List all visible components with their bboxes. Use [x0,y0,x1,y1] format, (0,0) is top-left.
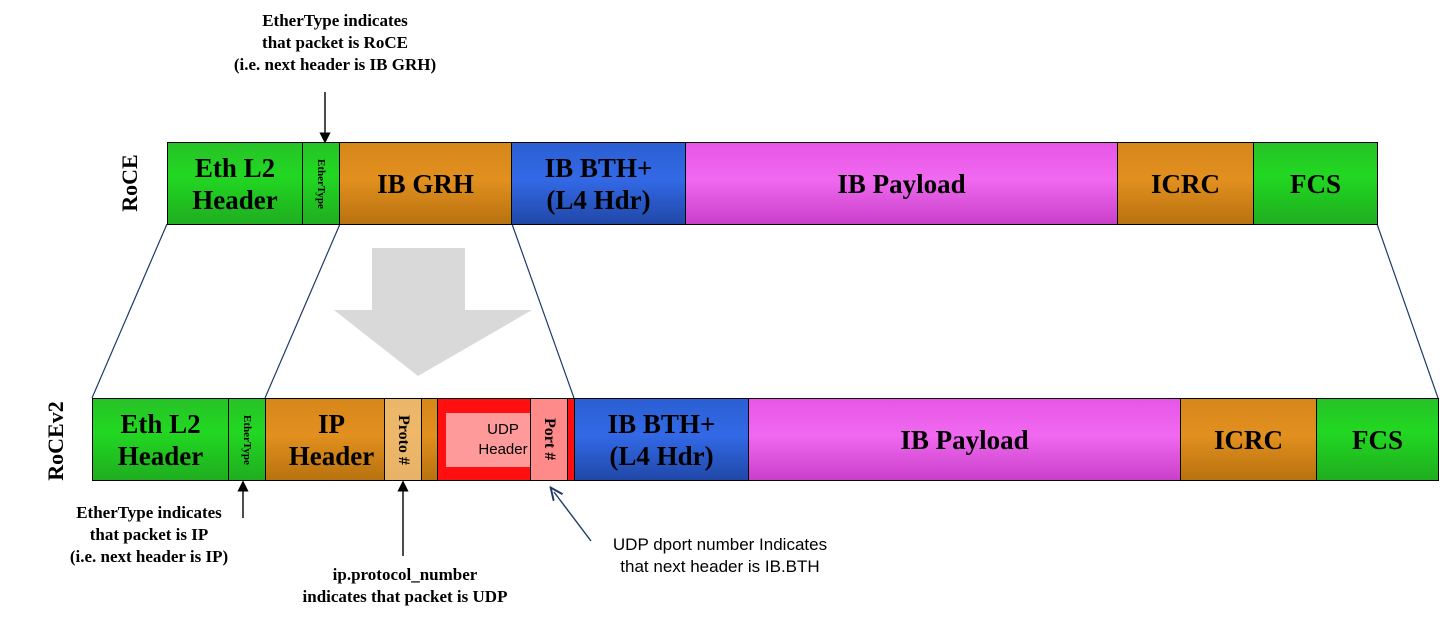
rocev2-ethertype-note: EtherType indicates that packet is IP (i… [34,502,264,568]
rocev2-note-line3: (i.e. next header is IP) [69,547,229,566]
ip-protocol-line1: ip.protocol_number [332,565,478,584]
rocev2-fcs: FCS [1316,398,1439,481]
rocev2-ib-payload: IB Payload [748,398,1181,481]
rocev2-ib-payload-label: IB Payload [900,424,1029,455]
rocev2-note-line2: that packet is IP [89,525,209,544]
rocev2-eth-l2-line1: Eth L2 [120,408,201,439]
rocev2-proto-label: Proto # [395,414,412,465]
roce-ib-payload-label: IB Payload [837,168,966,199]
rocev2-eth-l2-header: Eth L2 Header [92,398,229,481]
roce-note-line2: that packet is RoCE [262,33,408,52]
rocev2-note-line1: EtherType indicates [76,503,222,522]
port-arrow-icon [554,492,592,542]
roce-fcs: FCS [1253,142,1378,225]
rocev2-ib-bth: IB BTH+ (L4 Hdr) [574,398,749,481]
roce-icrc-label: ICRC [1150,168,1220,199]
connector-line-left [91,223,168,399]
roce-note-line3: (i.e. next header is IB GRH) [233,55,437,74]
rocev2-udp-line2: Header [478,441,528,458]
rocev2-icrc-label: ICRC [1213,424,1283,455]
rocev2-icrc: ICRC [1180,398,1317,481]
roce-ethertype-field: EtherType [302,142,340,225]
roce-ib-grh-label: IB GRH [377,168,474,199]
connector-line-grh-right [511,223,575,399]
roce-ethertype-note: EtherType indicates that packet is RoCE … [185,10,485,76]
rocev2-ip-line1: IP [318,408,345,439]
udp-dport-line2: that next header is IB.BTH [620,557,820,576]
rocev2-ethertype-field: EtherType [228,398,266,481]
roce-note-line1: EtherType indicates [262,11,408,30]
roce-ib-payload: IB Payload [685,142,1118,225]
udp-dport-note: UDP dport number Indicates that next hea… [570,534,870,578]
rocev2-fcs-label: FCS [1351,424,1403,455]
ip-protocol-line2: indicates that packet is UDP [302,587,508,606]
roce-ib-bth: IB BTH+ (L4 Hdr) [511,142,686,225]
roce-ib-bth-line2: (L4 Hdr) [546,184,651,215]
transform-arrow-icon [334,248,532,376]
roce-fcs-label: FCS [1289,168,1341,199]
roce-eth-l2-line1: Eth L2 [194,152,276,183]
rocev2-ib-bth-line1: IB BTH+ [607,408,716,439]
rocev2-udp-line1: UDP [487,421,519,438]
connector-line-right [1376,223,1439,399]
rocev2-ip-line2: Header [288,440,375,471]
rocev2-port-field: Port # [530,398,568,481]
udp-dport-line1: UDP dport number Indicates [612,535,828,554]
rocev2-ib-bth-line2: (L4 Hdr) [609,440,714,471]
rocev2-eth-l2-line2: Header [117,440,204,471]
rocev2-ethertype-label: EtherType [241,414,253,465]
roce-eth-l2-line2: Header [192,184,278,215]
roce-icrc: ICRC [1117,142,1254,225]
roce-ib-bth-line1: IB BTH+ [544,152,653,183]
rocev2-port-label: Port # [541,418,558,461]
connector-line-grh-left [264,223,341,399]
roce-ib-grh: IB GRH [339,142,512,225]
rocev2-proto-field: Proto # [384,398,422,481]
roce-ethertype-label: EtherType [315,158,327,209]
ip-protocol-note: ip.protocol_number indicates that packet… [275,564,535,608]
